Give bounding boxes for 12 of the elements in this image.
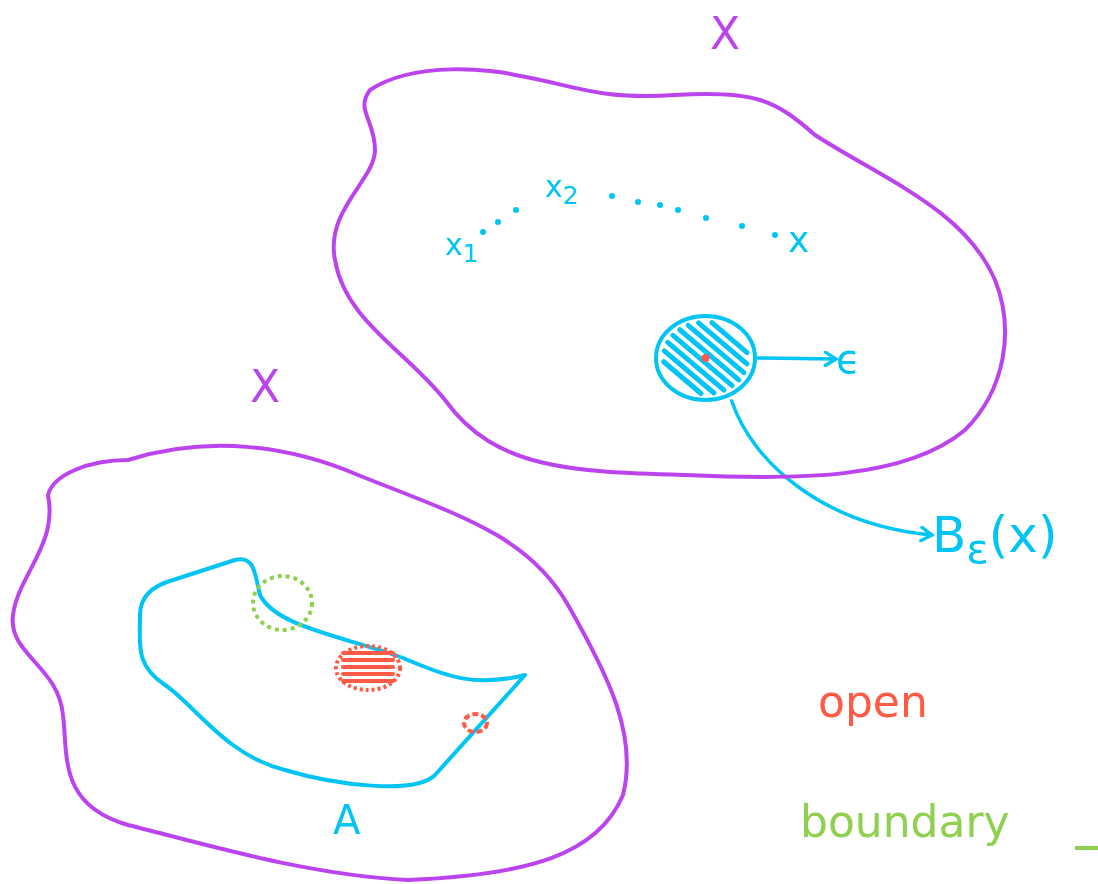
note-text: open	[818, 680, 928, 724]
set-name: X	[250, 365, 281, 409]
point-label: x	[788, 222, 810, 258]
set-name: X	[710, 12, 741, 56]
math-label: B$_{ε}$(x)	[932, 500, 1097, 570]
point-label: x$_{1}$	[445, 230, 479, 266]
arrow	[730, 399, 934, 542]
math-label: ϵ	[836, 335, 876, 383]
note-text: boundary	[800, 800, 1010, 844]
point-label: x$_{2}$	[545, 172, 579, 208]
arrow	[756, 350, 838, 368]
set-name: A	[333, 800, 361, 840]
